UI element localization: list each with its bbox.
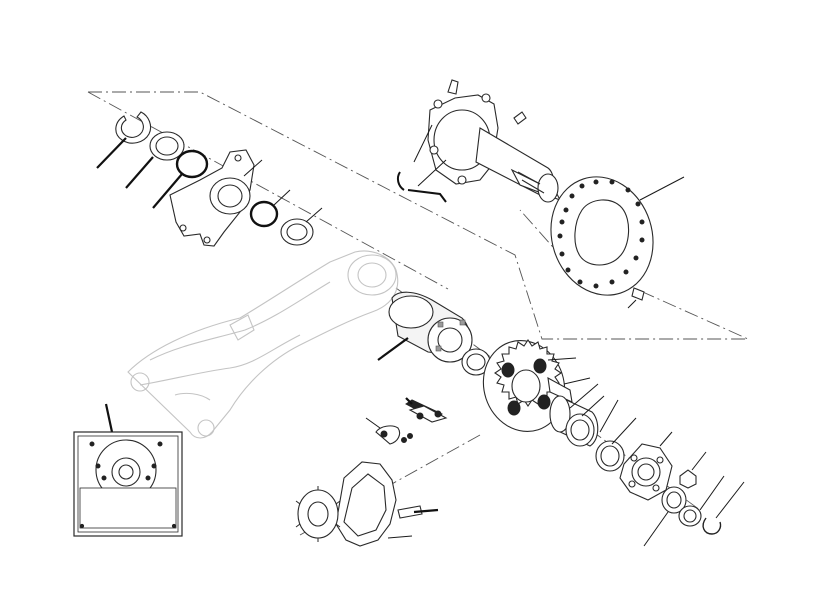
hub-icon xyxy=(377,291,473,363)
cover-bolt-icon xyxy=(397,505,439,519)
circlip-icon xyxy=(96,111,152,169)
chain-icon xyxy=(365,397,448,445)
disc-bolt-icon xyxy=(627,287,645,309)
swingarm xyxy=(127,250,399,439)
cover-icon xyxy=(335,461,413,547)
disc-holes xyxy=(557,179,645,289)
rear-sprocket-icon xyxy=(482,339,577,433)
nut-icon xyxy=(679,451,707,489)
disc-icon xyxy=(550,176,685,296)
bolt-bracket-icon xyxy=(396,171,447,203)
inset-icon xyxy=(73,403,183,537)
wheel-flange-icon xyxy=(619,431,673,501)
front-sprocket-icon xyxy=(295,486,341,542)
o-ring-2-icon xyxy=(249,189,291,228)
seal-ring-2-icon xyxy=(280,207,323,246)
bracket-icon xyxy=(169,149,263,247)
circlip-2-icon xyxy=(702,481,745,535)
o-ring-1-icon xyxy=(152,149,209,209)
seal-ring-1-icon xyxy=(125,131,185,189)
washer-icon xyxy=(643,486,687,547)
shaft-icon xyxy=(413,79,562,203)
bearing-icon xyxy=(549,383,637,472)
wheel-nut-icon xyxy=(678,475,725,527)
